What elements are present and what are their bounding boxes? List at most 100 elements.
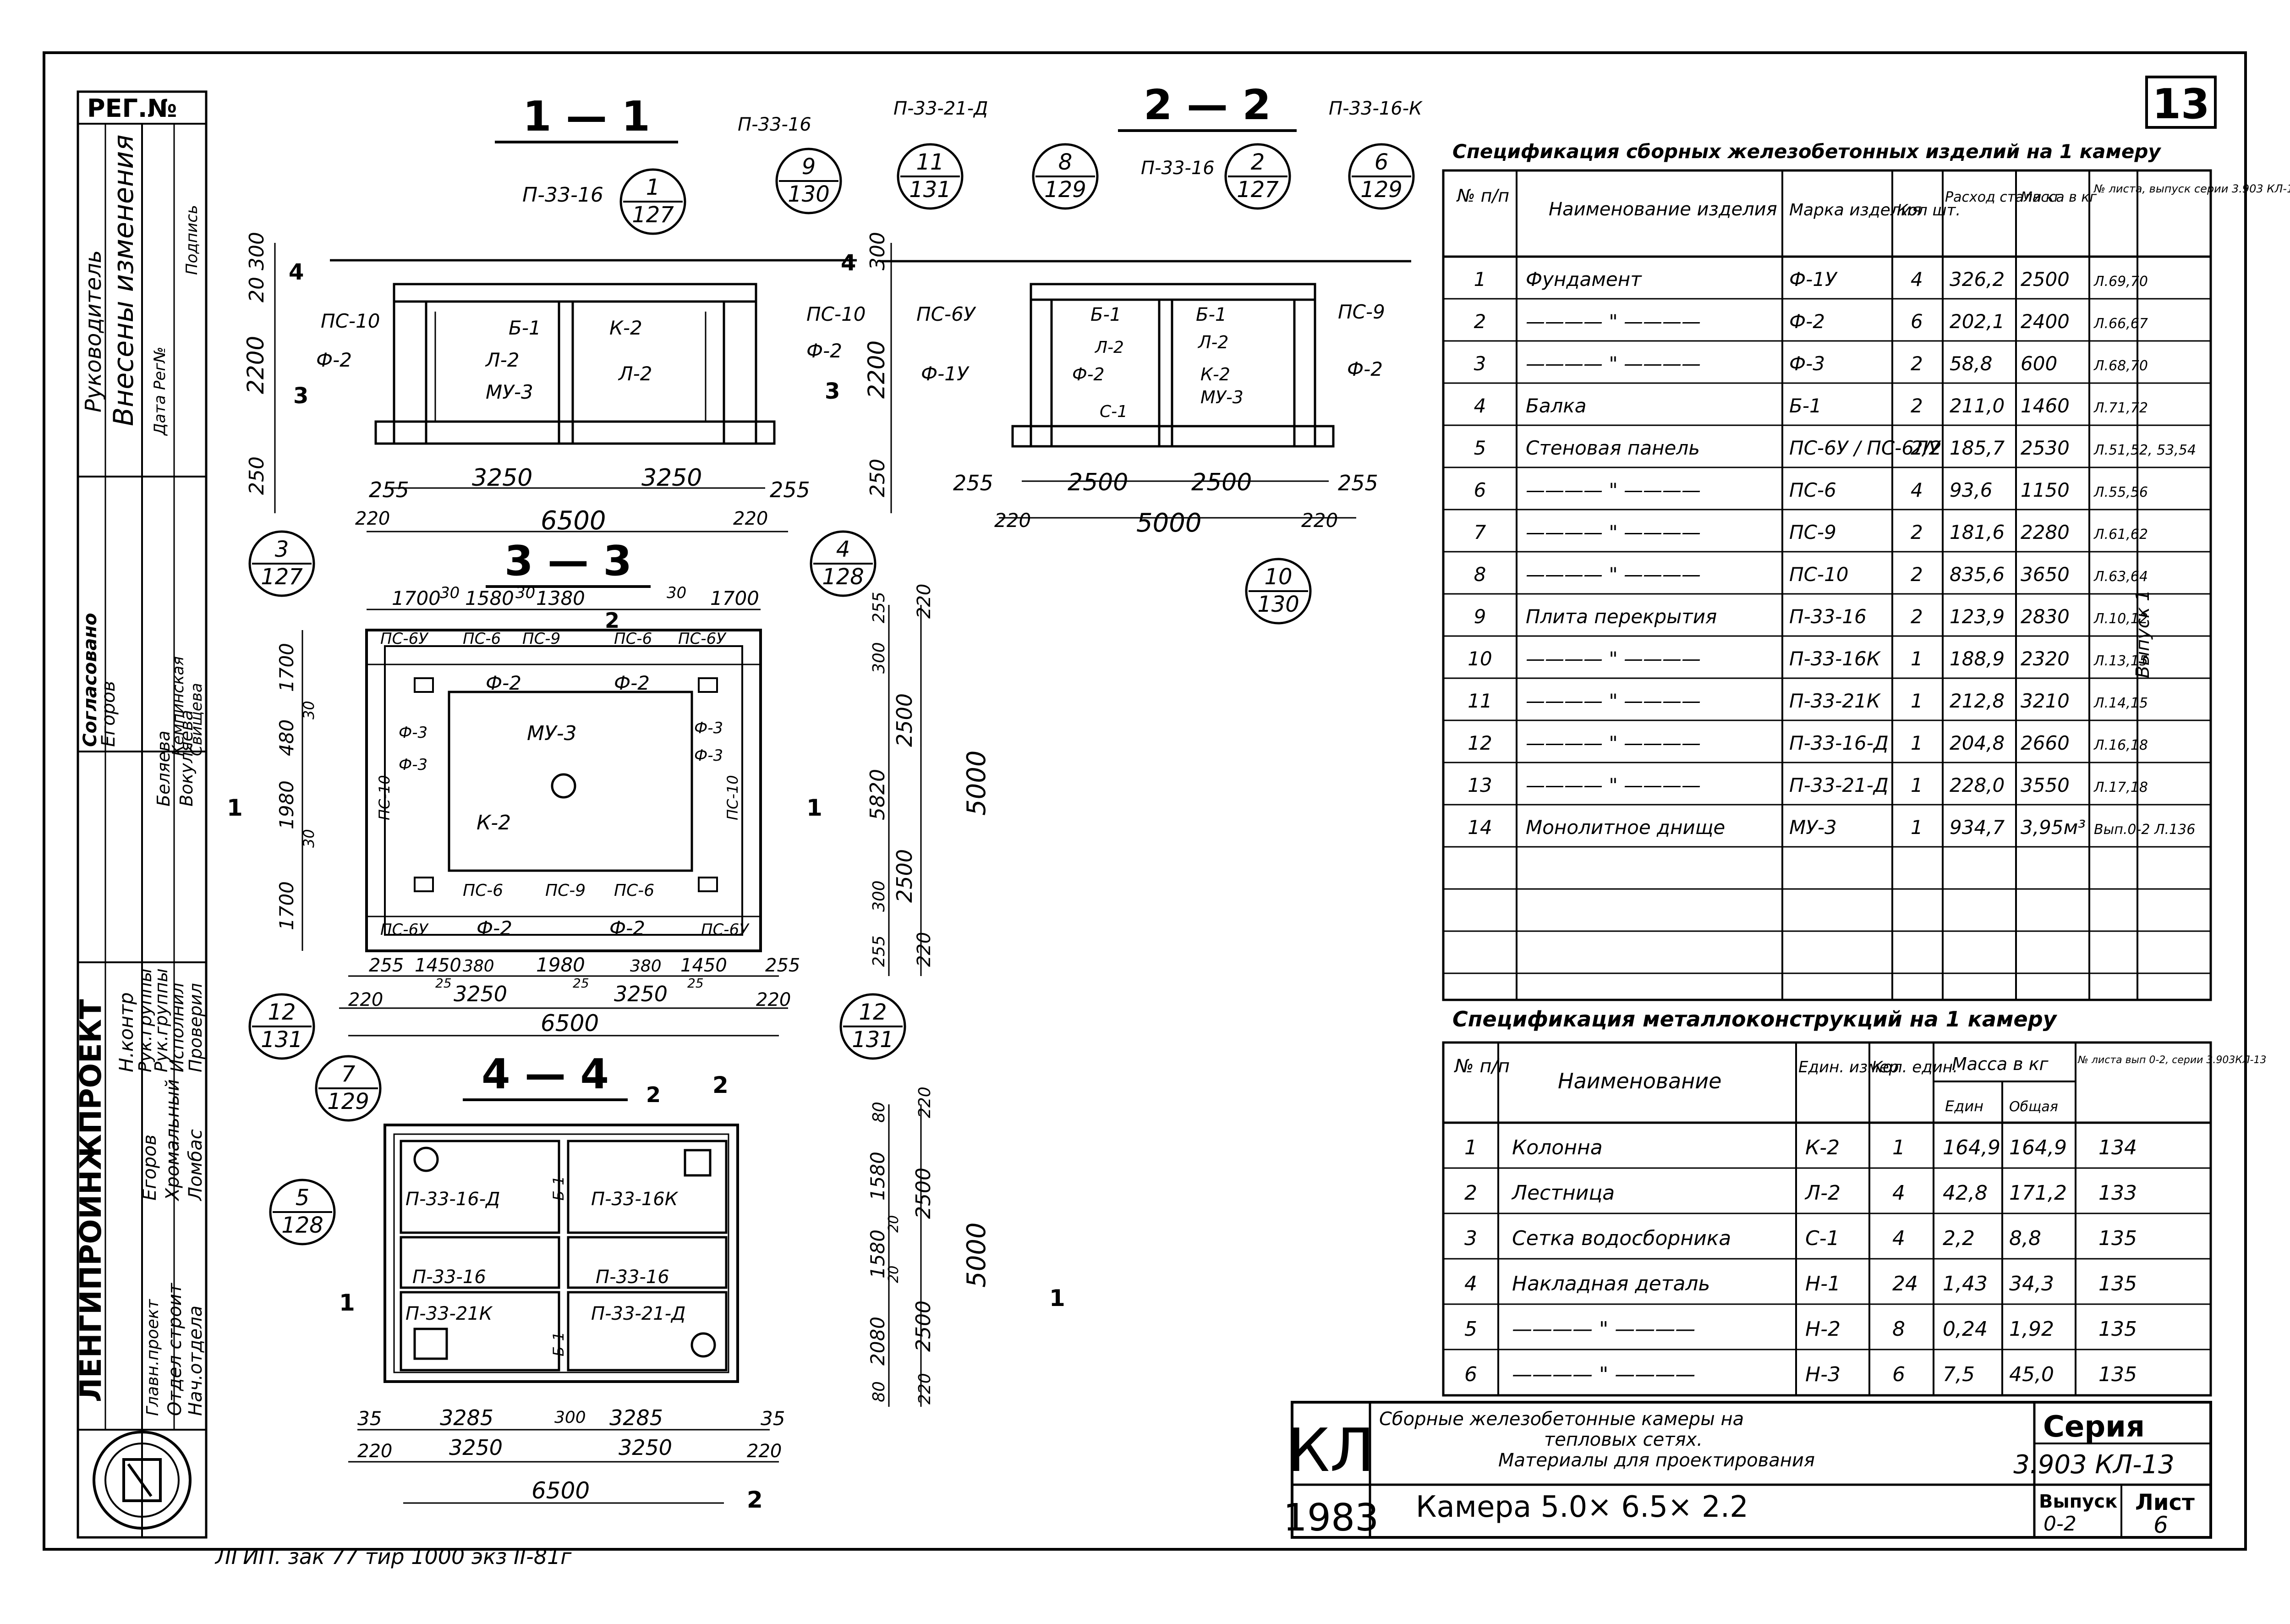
spec1-cell: 212,8 <box>1950 690 2005 712</box>
s44-label-2: П-33-16К <box>591 1189 679 1210</box>
name-4: Свищева <box>187 683 206 756</box>
spec2-h-7: Общая <box>2009 1099 2058 1115</box>
spec1-cell: 8 <box>1474 563 1486 586</box>
spec1-side-note: Выпуск 1 <box>2132 590 2153 678</box>
title-block: КЛ 1983 Сборные железобетонные камеры на… <box>1283 1401 2212 1540</box>
name-2: Вокуляева <box>176 710 197 807</box>
s33-dimb2-7: 220 <box>756 989 791 1010</box>
spec2-cell: 135 <box>2098 1317 2137 1341</box>
spec1-cell: 2 <box>1911 605 1923 628</box>
spec1-cell: Л.16,18 <box>2093 737 2148 753</box>
s33-dimtop-1: 1700 <box>392 587 441 609</box>
spec1-cell: 1 <box>1911 690 1923 712</box>
spec2-cell: 1 <box>1892 1136 1905 1159</box>
spec1-cell: Фундамент <box>1526 268 1642 291</box>
section-3-3-title: 3 — 3 <box>504 537 632 585</box>
s33-label-2: ПС-6 <box>463 630 501 648</box>
spec2-cell: 135 <box>2098 1272 2137 1295</box>
chief-role-1: Главн.проект <box>143 1299 162 1416</box>
s11-vdim-2: 20 <box>245 277 268 302</box>
role-1: Н.контр <box>115 992 137 1072</box>
spec2-cell: 164,9 <box>2009 1136 2067 1159</box>
spec1-cell: 1 <box>1911 816 1923 839</box>
spec2-cell: 135 <box>2098 1227 2137 1250</box>
spec2-cell: 3 <box>1464 1227 1477 1250</box>
s33-label-20: ПС-6У <box>701 921 750 939</box>
s11-callout-3-d: 127 <box>261 564 303 590</box>
s33-label-18: Ф-2 <box>477 917 512 939</box>
spec2-h-8: № листа вып 0-2, серии 3.903КЛ-13 <box>2077 1054 2267 1066</box>
spec1-cell: 2530 <box>2021 437 2070 459</box>
s44-dimr-5: 20 <box>886 1266 902 1283</box>
s22-callout-4-d: 129 <box>1360 177 1402 203</box>
spec2-cell: 134 <box>2098 1136 2137 1159</box>
spec1-cell: 7 <box>1474 521 1486 543</box>
reg-label: РЕГ.№ <box>87 94 177 123</box>
spec1-cell: Л.55,56 <box>2093 484 2148 500</box>
spec-table-2: Спецификация металлоконструкций на 1 кам… <box>1442 1007 2267 1397</box>
section-3-3: 3 — 3 1700 30 1580 30 1380 30 1700 ПС-6У… <box>227 537 992 1122</box>
s44-dimb2-2: 3250 <box>449 1435 503 1460</box>
name-5: Кемпинская <box>169 656 187 756</box>
s33-dimr-6: 300 <box>870 880 888 912</box>
s33-dimb-2: 1450 <box>415 955 461 976</box>
spec2-cell: Н-2 <box>1805 1317 1841 1341</box>
s11-callout-2-d: 130 <box>788 181 830 207</box>
s33-label-16: ПС-6 <box>614 881 654 900</box>
spec1-cell: Стеновая панель <box>1526 437 1700 459</box>
s33-dimtop-3: 1580 <box>465 587 514 609</box>
s44-dimb-5: 35 <box>761 1407 785 1430</box>
spec2-cell: Сетка водосборника <box>1512 1227 1731 1250</box>
section-1-1-title: 1 — 1 <box>523 93 650 141</box>
s44-label-6: П-33-21-Д <box>591 1303 685 1324</box>
s44-dimb-1: 35 <box>357 1407 382 1430</box>
s11-callout-2-n: 9 <box>802 154 816 180</box>
sheet-frame <box>43 51 2247 1551</box>
s22-dim-6: 5000 <box>1136 508 1202 538</box>
s33-dimb2-5: 3250 <box>614 982 668 1006</box>
spec1-cell: 14 <box>1468 816 1492 839</box>
spec1-cell: 2 <box>1911 395 1923 417</box>
s33-dimtop-5: 1380 <box>536 587 585 609</box>
s22-dim-4: 255 <box>1338 471 1378 495</box>
spec1-cell: ПС-9 <box>1789 521 1836 543</box>
s22-vdim-3: 250 <box>866 459 889 497</box>
s33-dimb3: 6500 <box>541 1010 599 1037</box>
s22-callout-3-n: 2 <box>1251 149 1265 175</box>
s33-dimtop-6: 30 <box>667 584 686 602</box>
spec1-cell: Л.71,72 <box>2093 400 2148 416</box>
spec1-h-3: Марка изделия <box>1789 201 1922 219</box>
s33-dimtop-2: 30 <box>440 584 460 602</box>
section-2-2: 2 — 2 255 2500 2500 255 220 5000 220 300… <box>863 81 1423 625</box>
s33-diml-5: 30 <box>300 829 318 848</box>
s11-label-6: ПС-10 <box>806 303 866 325</box>
spec1-cell: 600 <box>2021 352 2057 375</box>
s22-callout-3-d: 127 <box>1237 177 1279 203</box>
s33-label-1: ПС-6У <box>380 630 429 648</box>
s33-dimb-3: 380 <box>463 957 494 976</box>
role-4: Исполнил <box>167 982 187 1072</box>
spec1-cell: 3550 <box>2021 774 2070 796</box>
s11-cut-3b: 3 <box>825 379 840 404</box>
spec1-cell: ———— " ———— <box>1526 774 1701 796</box>
s33-callout-2-d: 129 <box>327 1089 369 1114</box>
spec1-cell: Л.68,70 <box>2093 358 2148 374</box>
s11-cut-4b: 4 <box>841 250 856 276</box>
spec2-cell: Колонна <box>1512 1136 1603 1159</box>
s11-dim-3: 3250 <box>641 464 702 492</box>
s33-dimr-5: 2500 <box>892 849 917 903</box>
s44-dimro-3: 2500 <box>912 1300 935 1352</box>
s33-dimr-4: 5820 <box>866 769 889 820</box>
section-2-2-title: 2 — 2 <box>1144 81 1271 129</box>
spec2-cell: 1,43 <box>1943 1272 1988 1295</box>
s22-label-4: ПС-6У <box>916 303 976 325</box>
spec2-title: Спецификация металлоконструкций на 1 кам… <box>1452 1007 2058 1031</box>
spec1-cell: 2830 <box>2021 605 2070 628</box>
spec1-cell: 181,6 <box>1950 521 2005 543</box>
s33-label-19: Ф-2 <box>609 917 645 939</box>
spec1-cell: Ф-2 <box>1789 310 1825 333</box>
spec1-cell: Вып.0-2 Л.136 <box>2094 822 2195 838</box>
spec1-cell: 11 <box>1468 690 1492 712</box>
spec1-cell: 211,0 <box>1950 395 2005 417</box>
s22-callout-5-d: 130 <box>1257 592 1299 617</box>
